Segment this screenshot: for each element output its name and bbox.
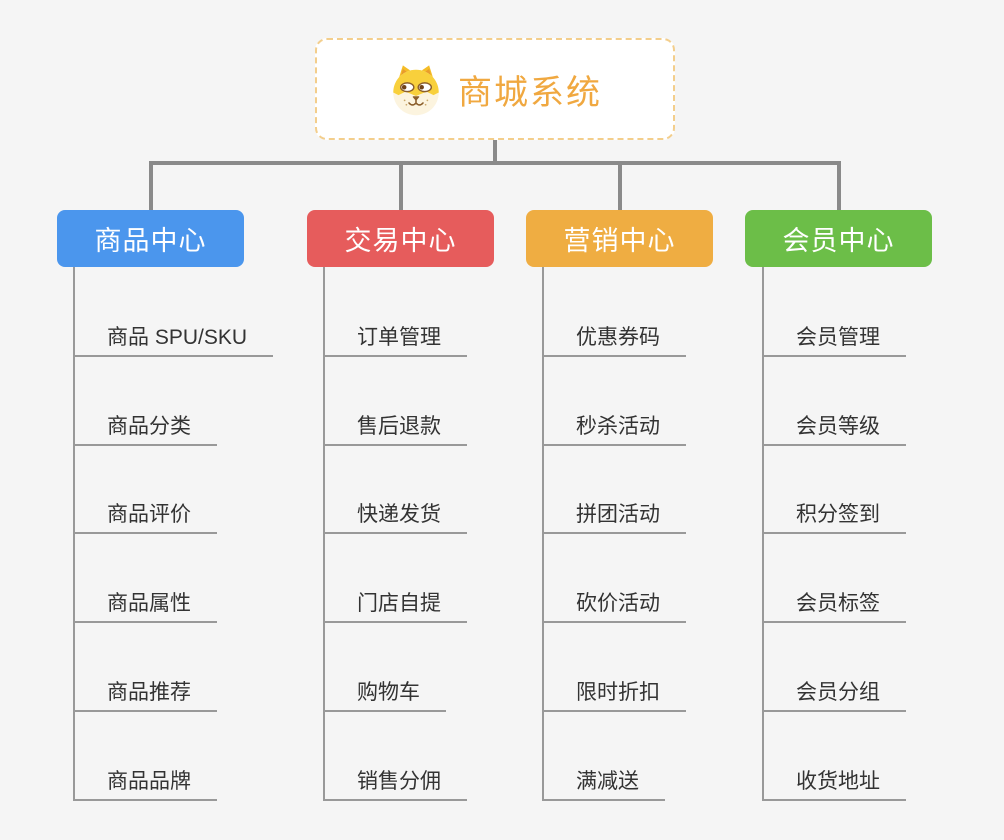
branch-drop-line-3 xyxy=(836,161,841,212)
root-horizontal-line xyxy=(148,161,841,165)
branch-trunk-line-0 xyxy=(73,267,75,801)
leaf-item[interactable]: 限时折扣 xyxy=(542,678,686,712)
leaf-item[interactable]: 销售分佣 xyxy=(323,767,467,801)
leaf-item[interactable]: 会员等级 xyxy=(762,412,906,446)
root-node[interactable]: 商城系统 xyxy=(315,38,675,140)
leaf-item[interactable]: 积分签到 xyxy=(762,500,906,534)
branch-trunk-line-2 xyxy=(542,267,544,801)
dog-face-icon xyxy=(393,65,439,116)
branch-drop-line-0 xyxy=(148,161,153,212)
leaf-item[interactable]: 砍价活动 xyxy=(542,589,686,623)
root-title: 商城系统 xyxy=(458,73,602,112)
branch-trunk-line-3 xyxy=(762,267,764,801)
leaf-item[interactable]: 商品推荐 xyxy=(73,678,217,712)
branch-node-1[interactable]: 交易中心 xyxy=(307,210,494,267)
leaf-item[interactable]: 优惠券码 xyxy=(542,323,686,357)
leaf-item[interactable]: 秒杀活动 xyxy=(542,412,686,446)
leaf-item[interactable]: 商品 SPU/SKU xyxy=(73,323,274,357)
branch-trunk-line-1 xyxy=(323,267,325,801)
leaf-item[interactable]: 订单管理 xyxy=(323,323,467,357)
leaf-item[interactable]: 满减送 xyxy=(542,767,665,801)
branch-drop-line-2 xyxy=(617,161,622,212)
leaf-item[interactable]: 快递发货 xyxy=(323,500,467,534)
leaf-item[interactable]: 购物车 xyxy=(323,678,446,712)
leaf-item[interactable]: 收货地址 xyxy=(762,767,906,801)
leaf-item[interactable]: 商品属性 xyxy=(73,589,217,623)
leaf-item[interactable]: 拼团活动 xyxy=(542,500,686,534)
leaf-item[interactable]: 会员标签 xyxy=(762,589,906,623)
leaf-item[interactable]: 门店自提 xyxy=(323,589,467,623)
branch-node-2[interactable]: 营销中心 xyxy=(526,210,713,267)
branch-drop-line-1 xyxy=(398,161,403,212)
leaf-item[interactable]: 会员分组 xyxy=(762,678,906,712)
branch-node-0[interactable]: 商品中心 xyxy=(57,210,244,267)
leaf-item[interactable]: 商品评价 xyxy=(73,500,217,534)
leaf-item[interactable]: 售后退款 xyxy=(323,412,467,446)
root-stem-line xyxy=(493,140,497,165)
leaf-item[interactable]: 会员管理 xyxy=(762,323,906,357)
branch-node-3[interactable]: 会员中心 xyxy=(745,210,932,267)
leaf-item[interactable]: 商品品牌 xyxy=(73,767,217,801)
leaf-item[interactable]: 商品分类 xyxy=(73,412,217,446)
